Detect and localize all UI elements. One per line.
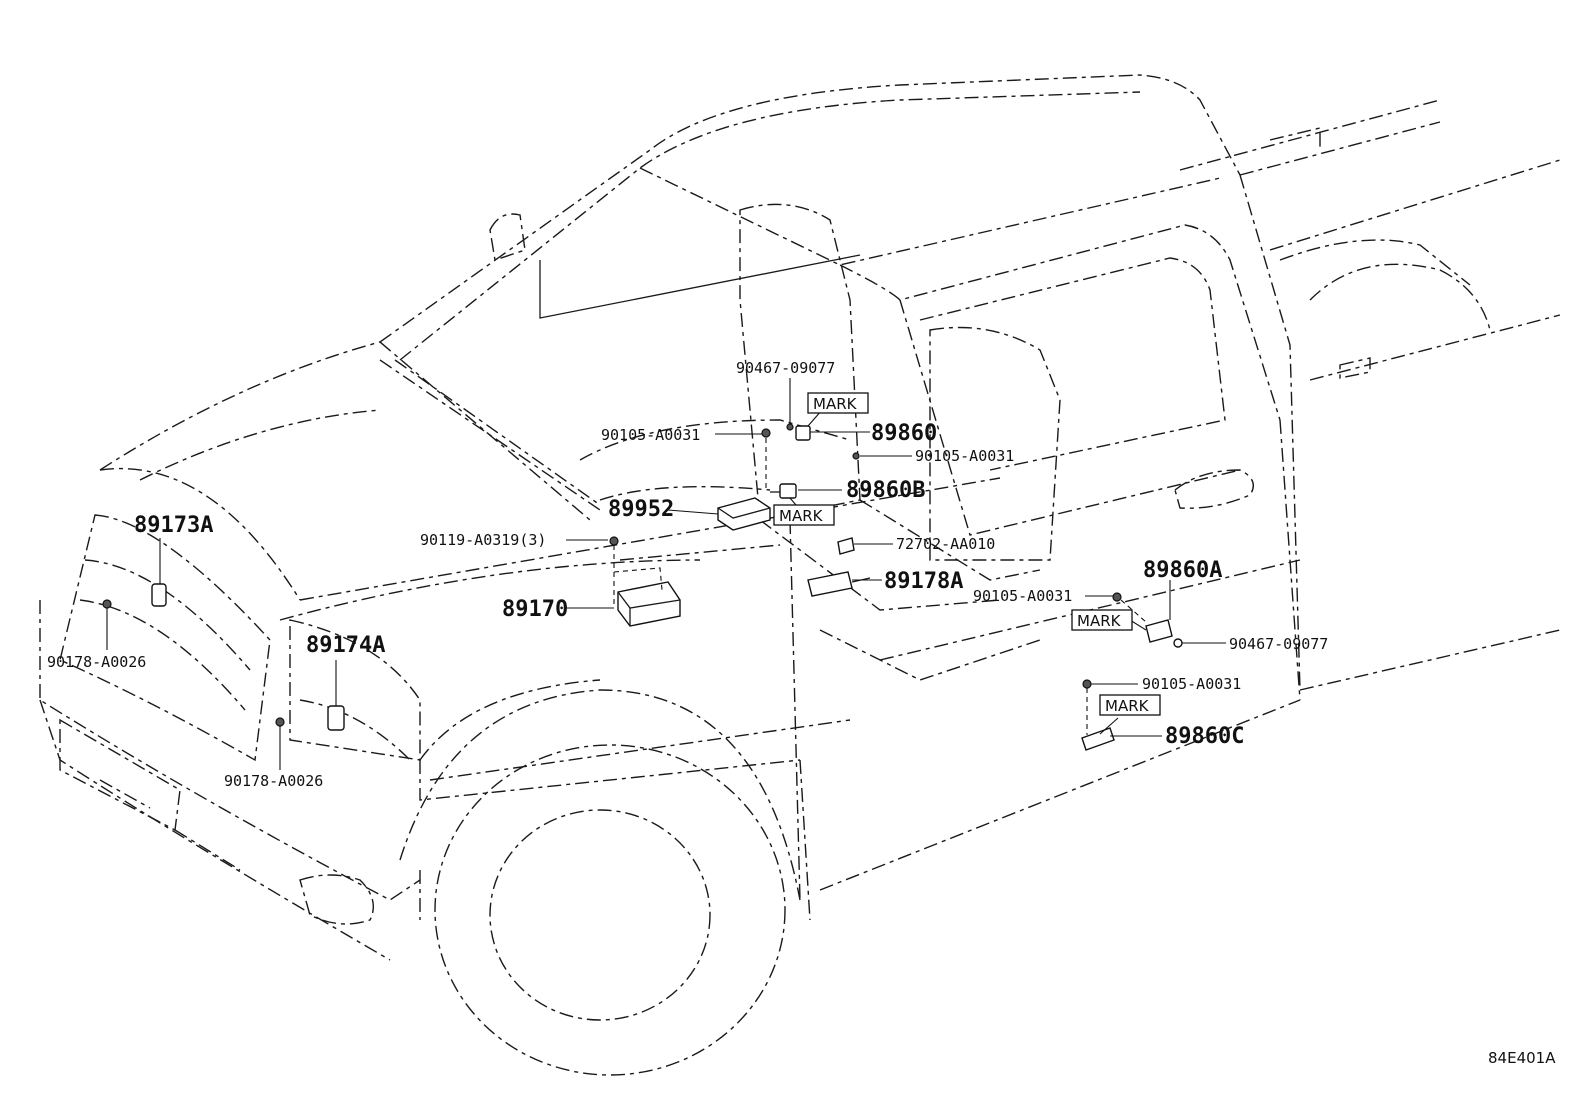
- front-airbag-sensor-right: [275, 705, 345, 731]
- figure-code: 84E401A: [1488, 1049, 1556, 1067]
- mark-box-1: MARK: [807, 392, 869, 414]
- label-90178-a: 90178-A0026: [47, 653, 146, 671]
- side-airbag-sensor-b: [770, 483, 797, 499]
- truck-body-outline: [39, 74, 1561, 1076]
- label-90105-mid: 90105-A0031: [973, 587, 1072, 605]
- label-90105-top: 90105-A0031: [601, 426, 700, 444]
- mark-label: MARK: [1105, 697, 1150, 715]
- label-89860B: 89860B: [846, 478, 925, 503]
- mark-box-4: MARK: [1099, 694, 1161, 716]
- seat-position-sensor: [807, 537, 871, 597]
- mark-box-2: MARK: [773, 504, 835, 526]
- label-90467-top: 90467-09077: [736, 359, 835, 377]
- parts: [102, 423, 1183, 751]
- mark-label: MARK: [1077, 612, 1122, 630]
- label-90467-right: 90467-09077: [1229, 635, 1328, 653]
- label-89860A: 89860A: [1143, 558, 1222, 583]
- mark-label: MARK: [813, 395, 858, 413]
- label-89178A: 89178A: [884, 569, 963, 594]
- side-airbag-sensor-top: [761, 423, 860, 490]
- airbag-sensor-assembly: [609, 536, 681, 627]
- front-airbag-sensor-left: [102, 583, 167, 609]
- part-labels: 89173A 90178-A0026 90178-A0026 89174A 90…: [47, 359, 1328, 790]
- mark-label: MARK: [779, 507, 824, 525]
- label-90105-low: 90105-A0031: [1142, 675, 1241, 693]
- yaw-rate-sensor: [717, 497, 771, 531]
- mark-box-3: MARK: [1071, 609, 1133, 631]
- label-72702: 72702-AA010: [896, 535, 995, 553]
- label-89860: 89860: [871, 421, 937, 446]
- label-89860C: 89860C: [1165, 724, 1244, 749]
- leader-lines: [106, 378, 1226, 770]
- label-89173A: 89173A: [134, 513, 213, 538]
- label-90119: 90119-A0319(3): [420, 531, 546, 549]
- label-90178-b: 90178-A0026: [224, 772, 323, 790]
- label-90105-right: 90105-A0031: [915, 447, 1014, 465]
- label-89952: 89952: [608, 497, 674, 522]
- side-airbag-sensor-a: [1112, 592, 1183, 648]
- label-89170: 89170: [502, 597, 568, 622]
- label-89174A: 89174A: [306, 633, 385, 658]
